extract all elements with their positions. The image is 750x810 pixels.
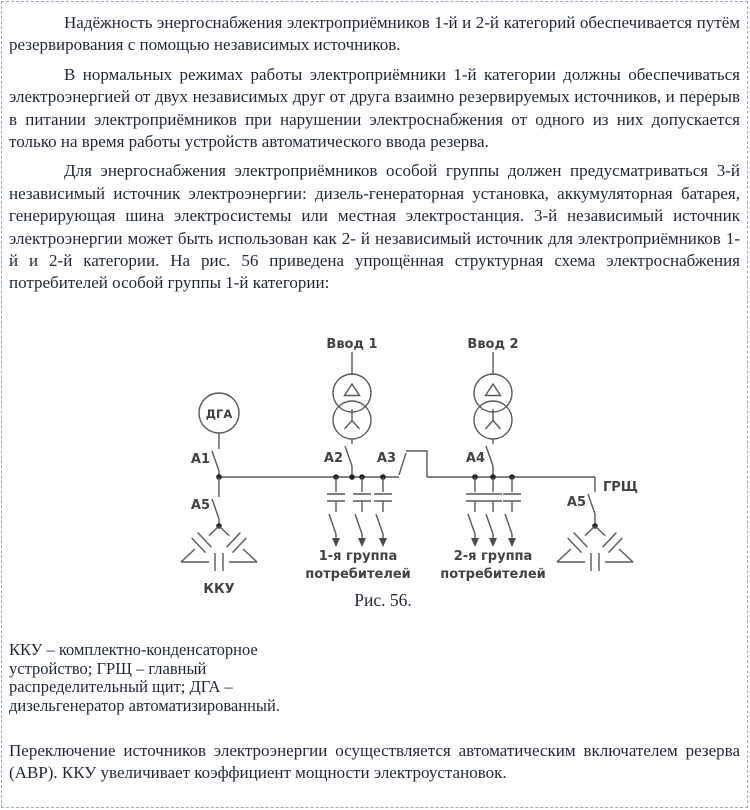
transformer-2-symbol — [473, 351, 513, 445]
a2-label: А2 — [324, 451, 343, 466]
figure-caption: Рис. 56. — [354, 590, 412, 610]
breaker-a3-tie — [398, 450, 428, 477]
grsch-label: ГРЩ — [603, 480, 638, 495]
kku-label: ККУ — [203, 582, 234, 597]
paragraph-3: Для энергоснабжения электроприёмников ос… — [9, 161, 740, 293]
a1-label: А1 — [191, 452, 210, 467]
group1-label-line1: 1-я группа — [319, 549, 398, 564]
dga-label: ДГА — [206, 407, 233, 421]
body-text-block: Надёжность энергоснабжения электроприёмн… — [9, 12, 740, 302]
breaker-a5-left — [211, 477, 220, 526]
breaker-a2 — [344, 445, 353, 477]
diesel-generator-symbol — [198, 392, 240, 449]
breaker-a1 — [211, 450, 220, 477]
group1-label-line2: потребителей — [305, 567, 411, 582]
capacitor-bank-kku — [180, 522, 258, 572]
paragraph-2: В нормальных режимах работы электроприём… — [9, 64, 740, 152]
legend-note-line: дизельгенератор автоматизированный. — [9, 695, 280, 715]
a5-left-label: А5 — [191, 498, 210, 513]
paragraph-1: Надёжность энергоснабжения электроприёмн… — [9, 13, 740, 55]
transformer-1-symbol — [332, 351, 372, 445]
breaker-a5-right — [587, 493, 596, 526]
group2-label-line1: 2-я группа — [454, 549, 533, 564]
legend-note-block: ККУ – комплектно-конденсаторное устройст… — [9, 640, 280, 715]
legend-note-line: устройство; ГРЩ – главный — [9, 658, 207, 678]
feeder-group-1 — [326, 473, 393, 548]
a4-label: А4 — [466, 451, 485, 466]
group2-label-line2: потребителей — [440, 567, 546, 582]
paragraph-4: Переключение источников электроэнергии о… — [9, 741, 740, 783]
a5-right-label: А5 — [567, 495, 586, 510]
capacitor-bank-right — [556, 522, 634, 572]
input-2-label: Ввод 2 — [467, 337, 518, 352]
junction-dot-a2 — [349, 474, 355, 480]
breaker-a4 — [485, 445, 494, 477]
legend-note-line: распределительный щит; ДГА – — [9, 677, 233, 697]
feeder-group-2 — [465, 473, 522, 548]
input-1-label: Ввод 1 — [326, 337, 377, 352]
legend-note-line: ККУ – комплектно-конденсаторное — [9, 640, 258, 659]
a3-label: А3 — [377, 451, 396, 466]
